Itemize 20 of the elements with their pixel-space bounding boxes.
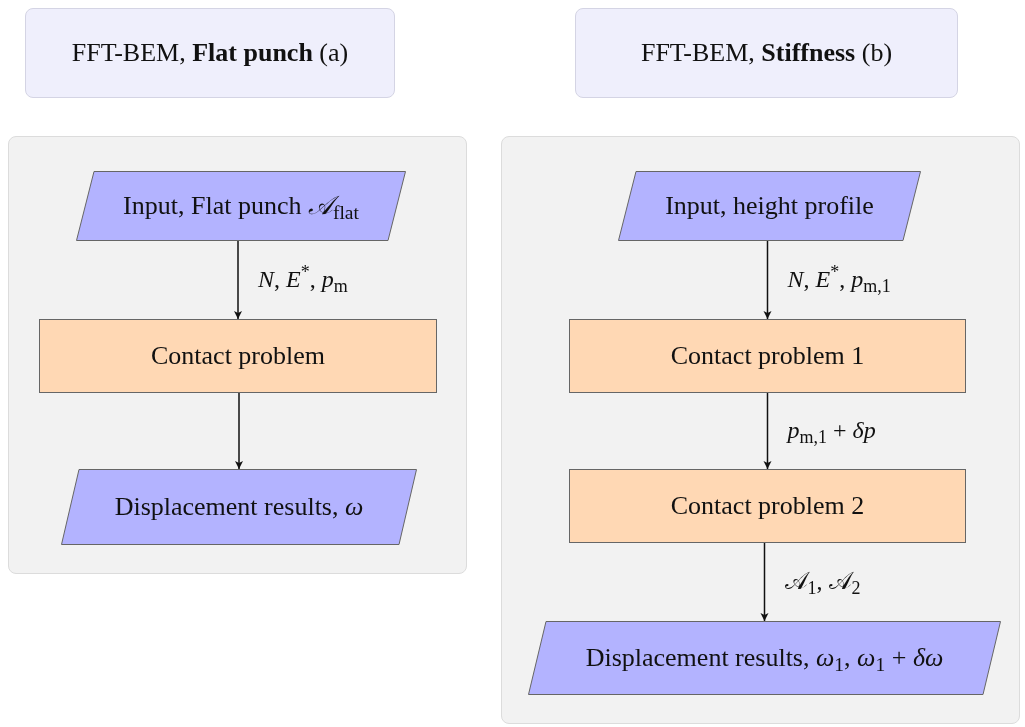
process-box: Contact problem 2 — [569, 469, 966, 543]
arrow — [763, 392, 772, 470]
process-box: Contact problem — [39, 319, 437, 393]
title-box: FFT-BEM, Flat punch (a) — [25, 8, 395, 98]
arrow — [763, 240, 772, 320]
arrow — [234, 240, 242, 320]
edge-label: p$_{m,1}$ + δp — [787, 416, 876, 445]
input-output-parallelogram: Input, Flat punch 𝒜$_{flat}$ — [76, 171, 406, 241]
input-output-parallelogram: Displacement results, ω$_{1}$, ω$_{1}$ + δω — [528, 621, 1001, 695]
edge-label: 𝒜$_{1}$, 𝒜$_{2}$ — [784, 567, 861, 596]
panel-background — [8, 136, 467, 574]
input-output-parallelogram: Input, height profile — [618, 171, 921, 241]
edge-label: N, E$^{*}$, p$_{m}$ — [258, 264, 348, 294]
arrow — [760, 542, 769, 622]
edge-label: N, E$^{*}$, p$_{m,1}$ — [787, 264, 891, 294]
process-box: Contact problem 1 — [569, 319, 966, 393]
arrow — [235, 392, 243, 470]
title-box: FFT-BEM, Stiffness (b) — [575, 8, 958, 98]
input-output-parallelogram: Displacement results, ω — [61, 469, 417, 545]
panel-background — [501, 136, 1020, 724]
